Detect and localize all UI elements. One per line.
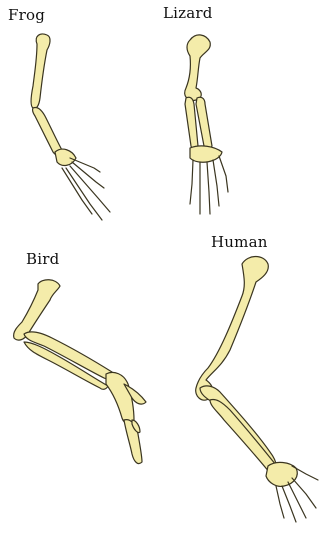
- frog-digit-3: [70, 166, 110, 212]
- bird-forelimb: [14, 280, 146, 464]
- lizard-digit-4: [213, 160, 219, 206]
- human-humerus: [196, 257, 269, 401]
- frog-forelimb: [31, 34, 110, 220]
- human-forelimb: [196, 257, 318, 523]
- lizard-forelimb: [185, 35, 228, 214]
- lizard-digit-1: [190, 160, 193, 204]
- lizard-humerus: [185, 35, 211, 100]
- human-digit-3: [288, 482, 306, 518]
- bird-label: Bird: [26, 250, 59, 268]
- bird-radius: [24, 332, 112, 379]
- frog-label: Frog: [8, 6, 45, 24]
- frog-digit-1: [70, 158, 100, 172]
- human-digit-2: [292, 478, 316, 508]
- lizard-wrist: [190, 146, 222, 162]
- lizard-ulna: [196, 97, 212, 149]
- bird-humerus: [14, 280, 60, 340]
- lizard-digit-3: [207, 162, 210, 214]
- frog-humerus: [31, 34, 50, 109]
- bird-carpometacarpus: [106, 372, 134, 423]
- human-label: Human: [211, 233, 268, 251]
- lizard-label: Lizard: [163, 4, 213, 22]
- lizard-digit-5: [219, 156, 228, 192]
- frog-digit-4: [66, 168, 102, 220]
- frog-radio-ulna: [33, 107, 63, 155]
- human-digit-5: [276, 486, 284, 518]
